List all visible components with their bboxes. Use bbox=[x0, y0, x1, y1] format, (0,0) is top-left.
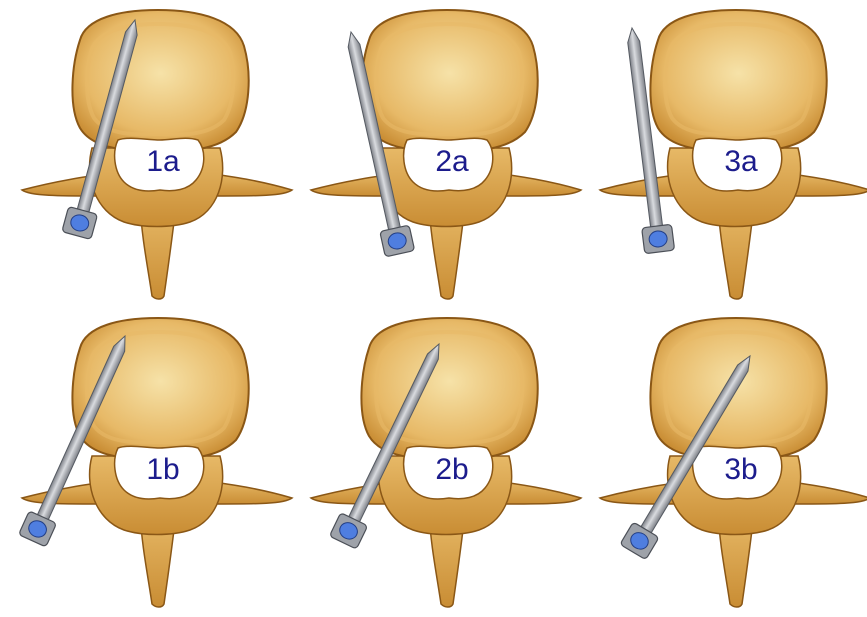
vertebra-illustration bbox=[289, 0, 578, 308]
vertebra-panel-1b: 1b bbox=[0, 308, 289, 616]
vertebra-shape bbox=[22, 10, 292, 299]
vertebra-panel-3b: 3b bbox=[578, 308, 867, 616]
vertebra-illustration bbox=[578, 308, 867, 616]
vertebra-illustration bbox=[0, 308, 289, 616]
vertebra-illustration bbox=[0, 0, 289, 308]
vertebra-illustration bbox=[289, 308, 578, 616]
vertebra-shape bbox=[311, 318, 581, 607]
vertebra-panel-3a: 3a bbox=[578, 0, 867, 308]
vertebra-panel-2b: 2b bbox=[289, 308, 578, 616]
vertebra-shape bbox=[600, 318, 867, 607]
vertebra-illustration bbox=[578, 0, 867, 308]
vertebra-panel-1a: 1a bbox=[0, 0, 289, 308]
vertebra-panel-2a: 2a bbox=[289, 0, 578, 308]
